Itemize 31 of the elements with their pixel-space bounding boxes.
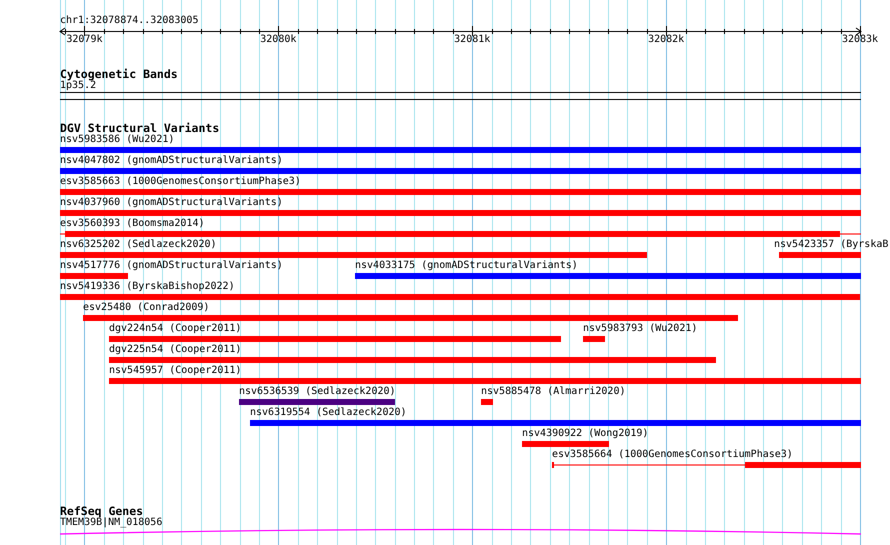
track-title: RefSeq Genes xyxy=(60,504,144,518)
variant-label: esv25480 (Conrad2009) xyxy=(83,302,210,314)
variant-label: nsv4047802 (gnomADStructuralVariants) xyxy=(60,155,283,167)
variant-label: nsv6325202 (Sedlazeck2020) xyxy=(60,239,217,251)
band-label: 1p35.2 xyxy=(60,80,96,92)
variant-label: nsv4037960 (gnomADStructuralVariants) xyxy=(60,197,283,209)
variant-label: esv3585664 (1000GenomesConsortiumPhase3) xyxy=(552,449,793,461)
variant-label: nsv545957 (Cooper2011) xyxy=(109,365,242,377)
tick-label: 32081k xyxy=(454,34,490,46)
track-title: Cytogenetic Bands xyxy=(60,67,178,81)
tick-label: 32083k xyxy=(842,34,878,46)
tick-label: 32079k xyxy=(66,34,102,46)
variant-label: nsv5983793 (Wu2021) xyxy=(583,323,698,335)
variant-label: nsv4390922 (Wong2019) xyxy=(522,428,648,440)
variant-label: nsv5885478 (Almarri2020) xyxy=(481,386,626,398)
variant-label: nsv4033175 (gnomADStructuralVariants) xyxy=(355,260,578,272)
variant-label: dgv224n54 (Cooper2011) xyxy=(109,323,242,335)
variant-label: nsv5419336 (ByrskaBishop2022) xyxy=(60,281,235,293)
variant-label: esv3585663 (1000GenomesConsortiumPhase3) xyxy=(60,176,301,188)
tick-label: 32080k xyxy=(260,34,296,46)
variant-label: dgv225n54 (Cooper2011) xyxy=(109,344,242,356)
tick-label: 32082k xyxy=(648,34,684,46)
gene-label: TMEM39B|NM_018056 xyxy=(60,517,162,529)
variant-label: nsv6319554 (Sedlazeck2020) xyxy=(250,407,407,419)
location-label: chr1:32078874..32083005 xyxy=(60,15,198,27)
variant-label: nsv5423357 (ByrskaB xyxy=(774,239,888,251)
variant-label: nsv4517776 (gnomADStructuralVariants) xyxy=(60,260,283,272)
variant-label: esv3560393 (Boomsma2014) xyxy=(60,218,204,230)
variant-label: nsv6536539 (Sedlazeck2020) xyxy=(239,386,396,398)
track-title: DGV Structural Variants xyxy=(60,121,220,135)
variant-label: nsv5983586 (Wu2021) xyxy=(60,134,174,146)
